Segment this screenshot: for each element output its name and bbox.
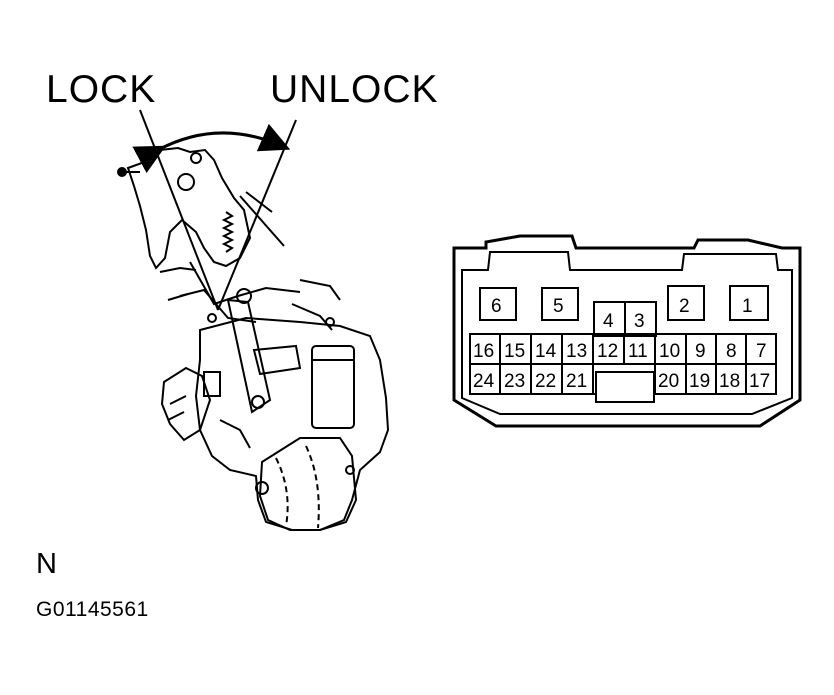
figure-code: G01145561 bbox=[36, 598, 149, 621]
pivot-circle bbox=[177, 173, 195, 191]
pin-label: 17 bbox=[749, 371, 770, 392]
actuator-arm bbox=[226, 298, 272, 414]
pin-label: 16 bbox=[473, 341, 494, 362]
pin-label: 24 bbox=[473, 371, 495, 392]
view-letter: N bbox=[36, 548, 57, 580]
pin-cavity-6 bbox=[479, 287, 517, 321]
unlock-label: UNLOCK bbox=[270, 68, 439, 111]
pin-label: 6 bbox=[491, 296, 502, 317]
swing-arc-arrow bbox=[132, 123, 291, 174]
connector-outer-shell bbox=[452, 234, 802, 428]
door-lock-actuator-illustration bbox=[117, 109, 390, 531]
pin-label: 19 bbox=[689, 371, 710, 392]
pin-label: 18 bbox=[719, 371, 740, 392]
pin-cavity-2 bbox=[667, 285, 705, 321]
pin-label: 11 bbox=[628, 341, 648, 362]
upper-bracket bbox=[126, 146, 252, 270]
pin-label: 4 bbox=[603, 311, 614, 332]
pin-numbers: 6 5 4 3 2 1 16 15 14 13 12 11 10 9 8 7 2… bbox=[473, 296, 770, 392]
pin-cavity-1 bbox=[729, 285, 769, 321]
pin-label: 1 bbox=[742, 296, 753, 317]
pin-label: 3 bbox=[634, 311, 645, 332]
pin-label: 9 bbox=[695, 341, 706, 362]
pin-label: 15 bbox=[504, 341, 525, 362]
upper-bolt bbox=[190, 152, 202, 164]
wire-connector bbox=[160, 366, 212, 442]
lever-pivot bbox=[236, 288, 252, 304]
pin-label: 5 bbox=[553, 296, 564, 317]
gear-housing bbox=[258, 437, 358, 531]
actuator-housing bbox=[194, 316, 390, 531]
pin-label: 2 bbox=[679, 296, 690, 317]
keying-notch bbox=[595, 371, 655, 403]
connector-inner-wall bbox=[461, 251, 793, 415]
pin-label: 10 bbox=[659, 341, 680, 362]
pin-cavity-5 bbox=[541, 287, 579, 321]
pin-label: 22 bbox=[535, 371, 556, 392]
pin-label: 12 bbox=[597, 341, 618, 362]
pin-label: 13 bbox=[566, 341, 587, 362]
pin-label: 23 bbox=[504, 371, 525, 392]
pin-label: 8 bbox=[726, 341, 737, 362]
connector-pinout bbox=[452, 234, 802, 428]
pin-label: 14 bbox=[535, 341, 557, 362]
lock-label: LOCK bbox=[46, 68, 157, 111]
pin-label: 7 bbox=[756, 341, 767, 362]
pin-label: 20 bbox=[658, 371, 679, 392]
pin-label: 21 bbox=[566, 371, 587, 392]
motor-body bbox=[311, 345, 355, 429]
spring bbox=[221, 211, 235, 253]
